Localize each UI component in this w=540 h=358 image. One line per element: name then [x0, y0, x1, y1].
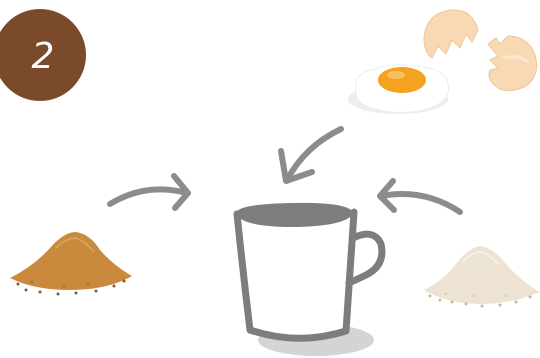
arrow-left-icon — [380, 181, 460, 212]
egg-icon — [348, 65, 449, 114]
brown-sugar-pile-icon — [10, 232, 132, 296]
arrow-down-icon — [281, 129, 341, 181]
arrow-right-icon — [110, 176, 188, 208]
flour-pile-icon — [424, 246, 540, 308]
mug-icon — [236, 203, 382, 356]
